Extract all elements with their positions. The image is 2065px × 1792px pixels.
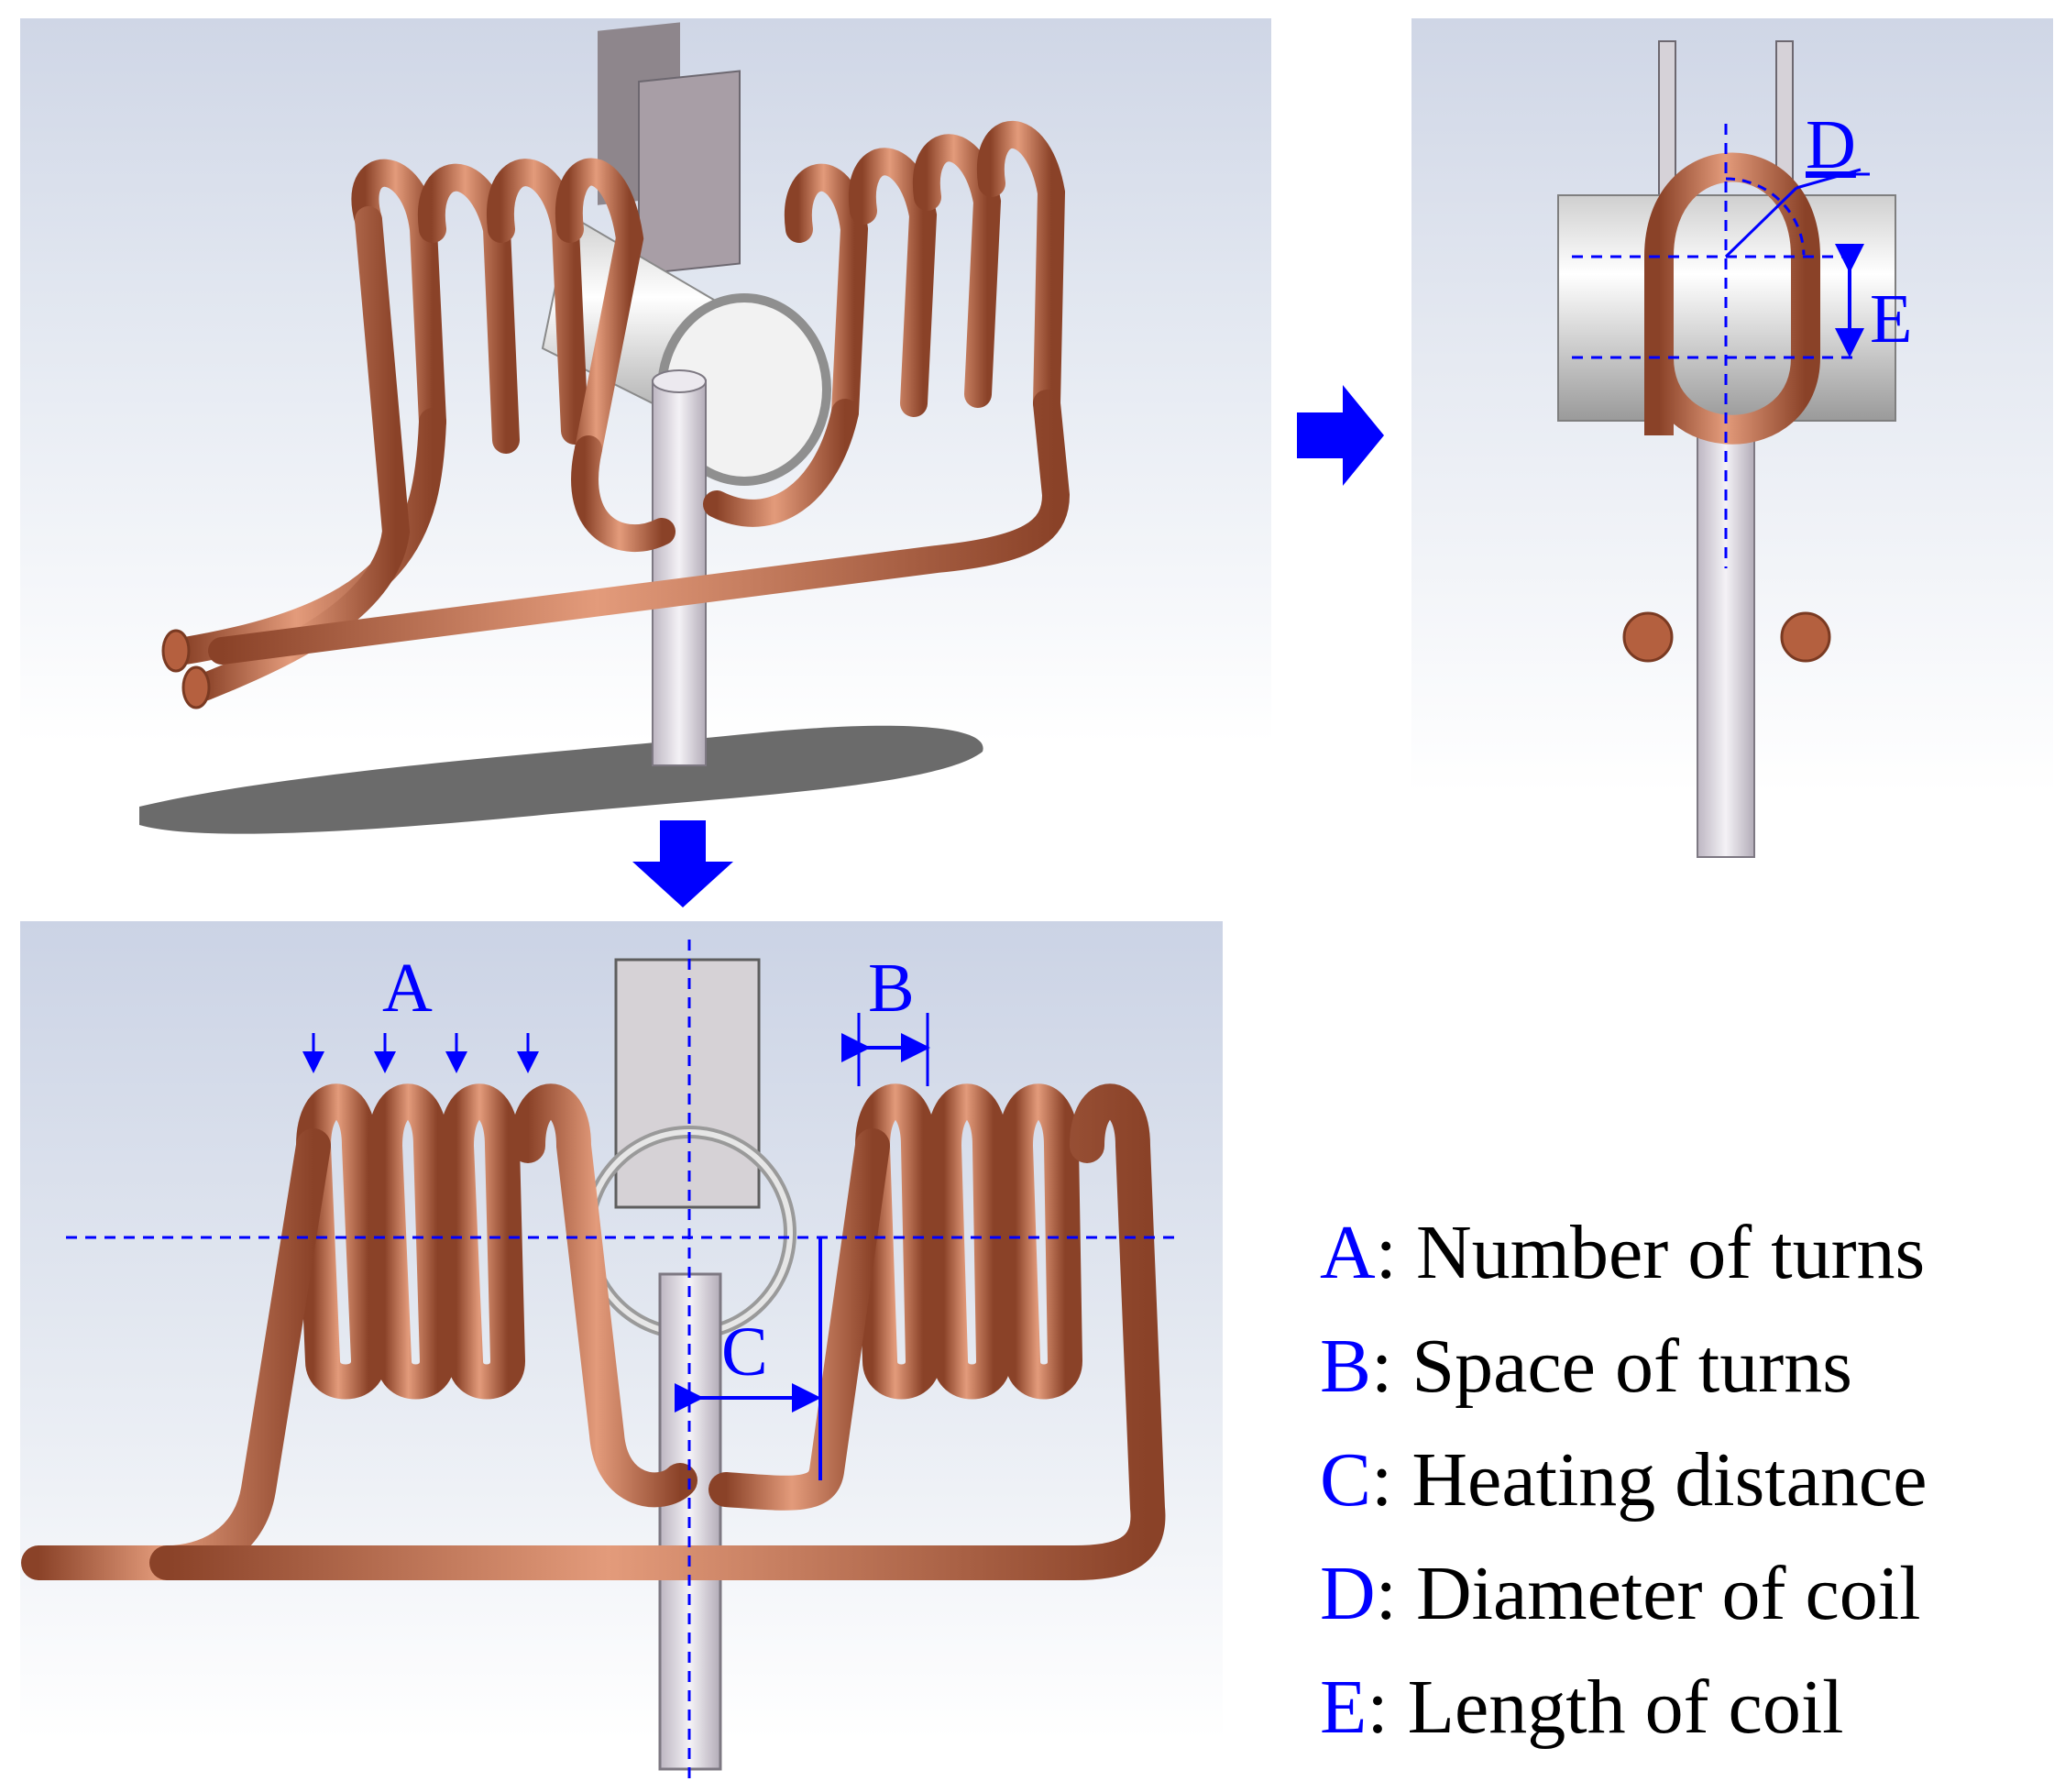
isometric-view-panel	[20, 18, 1271, 871]
lead-end-lower	[181, 665, 211, 709]
legend-item-c: C: Heating distance	[1320, 1437, 1928, 1523]
arrow-right-icon	[1297, 385, 1384, 486]
label-d: D	[1806, 106, 1856, 183]
legend-item-a: A: Number of turns	[1320, 1210, 1926, 1295]
label-b: B	[868, 950, 915, 1027]
turn-count-arrows	[302, 1033, 539, 1073]
electrode-plate	[614, 958, 761, 1209]
left-coil	[21, 1083, 697, 1580]
end-view-panel: D E	[1411, 18, 2053, 880]
right-coil	[208, 121, 1071, 665]
lead-end-right	[1780, 611, 1831, 663]
diameter-dimension-line	[1724, 186, 1798, 258]
ground-shadow	[139, 725, 983, 834]
front-view-panel: A B C	[20, 921, 1223, 1783]
legend: A: Number of turns B: Space of turns C: …	[1320, 1215, 1928, 1783]
legend-item-e: E: Length of coil	[1320, 1665, 1844, 1750]
legend-item-d: D: Diameter of coil	[1320, 1551, 1921, 1636]
arrow-down-icon	[632, 820, 733, 907]
rod-top	[652, 369, 707, 393]
lead-end-upper	[161, 629, 191, 673]
left-coil	[171, 158, 676, 701]
electrode-plate-front	[638, 70, 741, 276]
right-coil	[149, 1083, 1166, 1580]
label-c: C	[721, 1314, 768, 1391]
lead-end-left	[1622, 611, 1674, 663]
support-rod	[1697, 421, 1755, 858]
legend-item-b: B: Space of turns	[1320, 1324, 1852, 1409]
label-a: A	[382, 950, 433, 1027]
label-e: E	[1870, 280, 1913, 357]
support-rod	[652, 379, 707, 766]
